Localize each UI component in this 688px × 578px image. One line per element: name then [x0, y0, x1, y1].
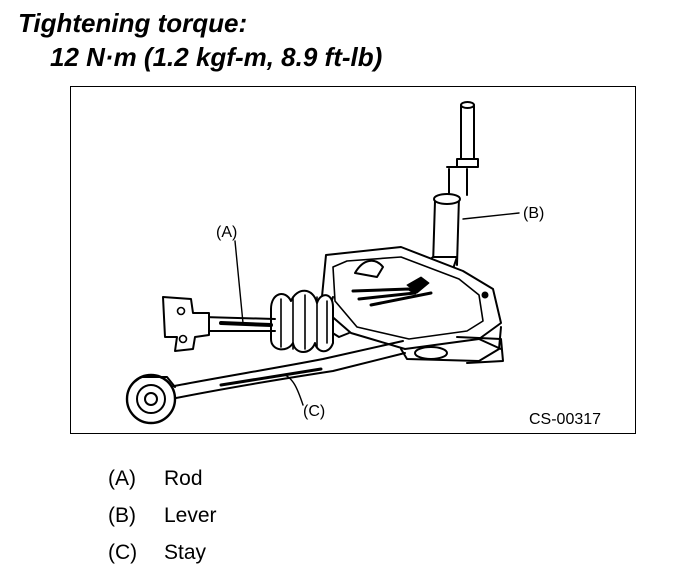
torque-heading: Tightening torque: 12 N·m (1.2 kgf-m, 8.… [18, 6, 382, 74]
shifter-housing [320, 246, 504, 364]
callout-a-label: (A) [216, 224, 237, 241]
legend-label: Lever [164, 504, 217, 527]
callout-b-leader [462, 212, 520, 220]
parts-legend: (A) Rod (B) Lever (C) Stay [108, 460, 217, 571]
callout-b-label: (B) [523, 205, 544, 222]
heading-title: Tightening torque: [18, 8, 248, 38]
heading-torque-value: 12 N·m (1.2 kgf-m, 8.9 ft-lb) [50, 42, 383, 72]
shifter-illustration: (A) (B) (C) CS-00317 [125, 101, 601, 428]
figure-id: CS-00317 [529, 411, 601, 428]
shifter-illustration-frame: (A) (B) (C) CS-00317 [70, 86, 636, 434]
callout-c-leader [284, 374, 304, 406]
rubber-boot [270, 289, 334, 353]
legend-key: (A) [108, 467, 136, 490]
legend-item: (A) Rod [108, 460, 217, 497]
legend-key: (C) [108, 541, 138, 564]
legend-item: (B) Lever [108, 497, 217, 534]
legend-key: (B) [108, 504, 136, 527]
stay-part [125, 340, 406, 425]
callout-c-label: (C) [303, 403, 325, 420]
legend-item: (C) Stay [108, 534, 217, 571]
callout-a-leader [234, 240, 244, 324]
rod-part [162, 296, 276, 352]
legend-label: Stay [164, 541, 207, 564]
legend-label: Rod [164, 467, 203, 490]
